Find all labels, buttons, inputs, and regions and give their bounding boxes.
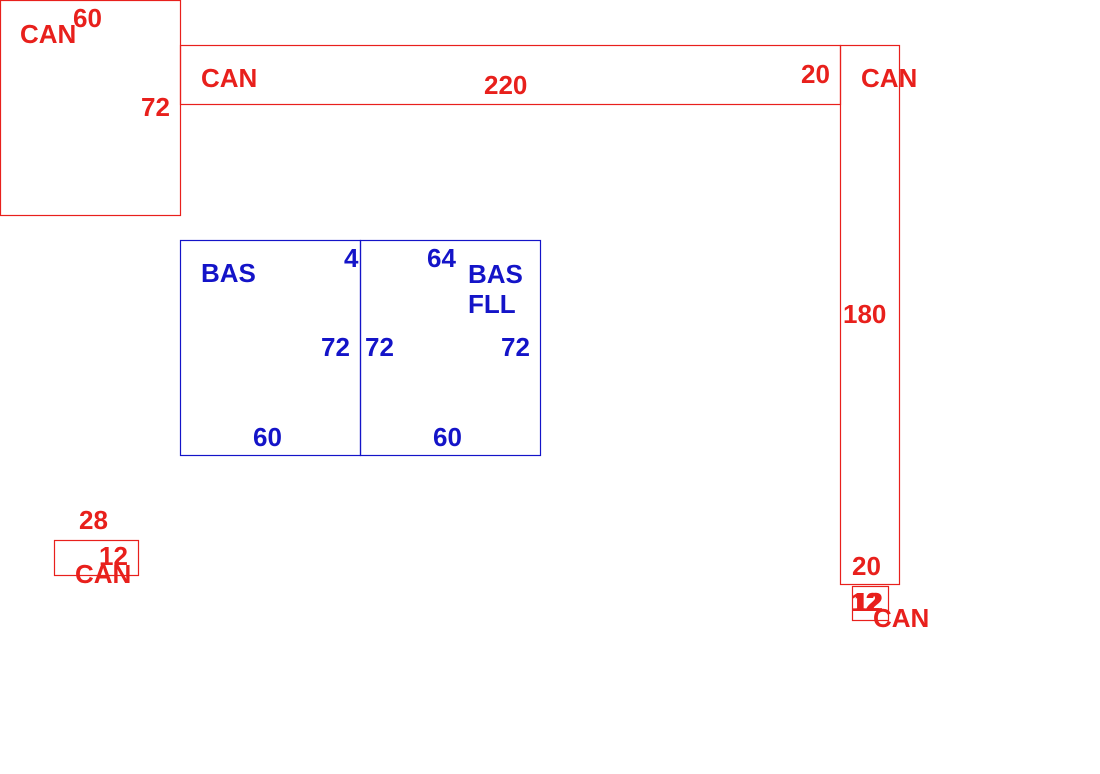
can-small-right-name: CAN bbox=[873, 603, 929, 633]
can-small-left-width: 28 bbox=[79, 505, 108, 535]
can-small-left-name: CAN bbox=[75, 559, 131, 589]
bas-right-height-right: 72 bbox=[501, 332, 530, 362]
bas-right-rect bbox=[359, 239, 542, 457]
can-right-long-length: 180 bbox=[843, 299, 886, 329]
can-small-right-height: 12 bbox=[854, 587, 883, 617]
red-cabinets: CAN 60 72 CAN 220 20 CAN 180 20 28 12 CA… bbox=[0, 0, 929, 633]
bas-left-height: 72 bbox=[321, 332, 350, 362]
can-right-long-depth: 20 bbox=[852, 551, 881, 581]
can-right-long-name: CAN bbox=[861, 63, 917, 93]
can-small-right: 12 12 CAN bbox=[851, 585, 929, 633]
bas-right-width: 60 bbox=[433, 422, 462, 452]
can-top-long-name: CAN bbox=[201, 63, 257, 93]
bas-right-name-line2: FLL bbox=[468, 289, 516, 319]
bas-left-name: BAS bbox=[201, 258, 256, 288]
can-top-left-height: 72 bbox=[141, 92, 170, 122]
blue-base-cabinets: BAS 4 72 60 64 BAS FLL 72 72 60 bbox=[179, 239, 542, 457]
can-top-long-length: 220 bbox=[484, 70, 527, 100]
can-small-left-rect bbox=[53, 539, 140, 577]
can-small-left: 28 12 CAN bbox=[53, 505, 140, 589]
bas-right: 64 BAS FLL 72 72 60 bbox=[359, 239, 542, 457]
bas-left-width: 60 bbox=[253, 422, 282, 452]
can-top-left-rect bbox=[0, 0, 182, 217]
can-top-left-width: 60 bbox=[73, 3, 102, 33]
can-top-left-name: CAN bbox=[20, 19, 76, 49]
can-right-long-rect bbox=[839, 44, 901, 586]
bas-left: BAS 4 72 60 bbox=[179, 239, 362, 457]
can-small-left-height: 12 bbox=[99, 541, 128, 571]
can-right-long: CAN 180 20 bbox=[839, 44, 917, 586]
can-small-right-rect bbox=[851, 585, 890, 622]
can-top-long-depth: 20 bbox=[801, 59, 830, 89]
bas-left-corner: 4 bbox=[344, 243, 359, 273]
bas-right-corner: 64 bbox=[427, 243, 456, 273]
bas-right-height-left: 72 bbox=[365, 332, 394, 362]
can-top-left: CAN 60 72 bbox=[0, 0, 182, 217]
can-small-right-width: 12 bbox=[851, 587, 880, 617]
bas-right-name-line1: BAS bbox=[468, 259, 523, 289]
can-top-long: CAN 220 20 bbox=[179, 44, 842, 106]
